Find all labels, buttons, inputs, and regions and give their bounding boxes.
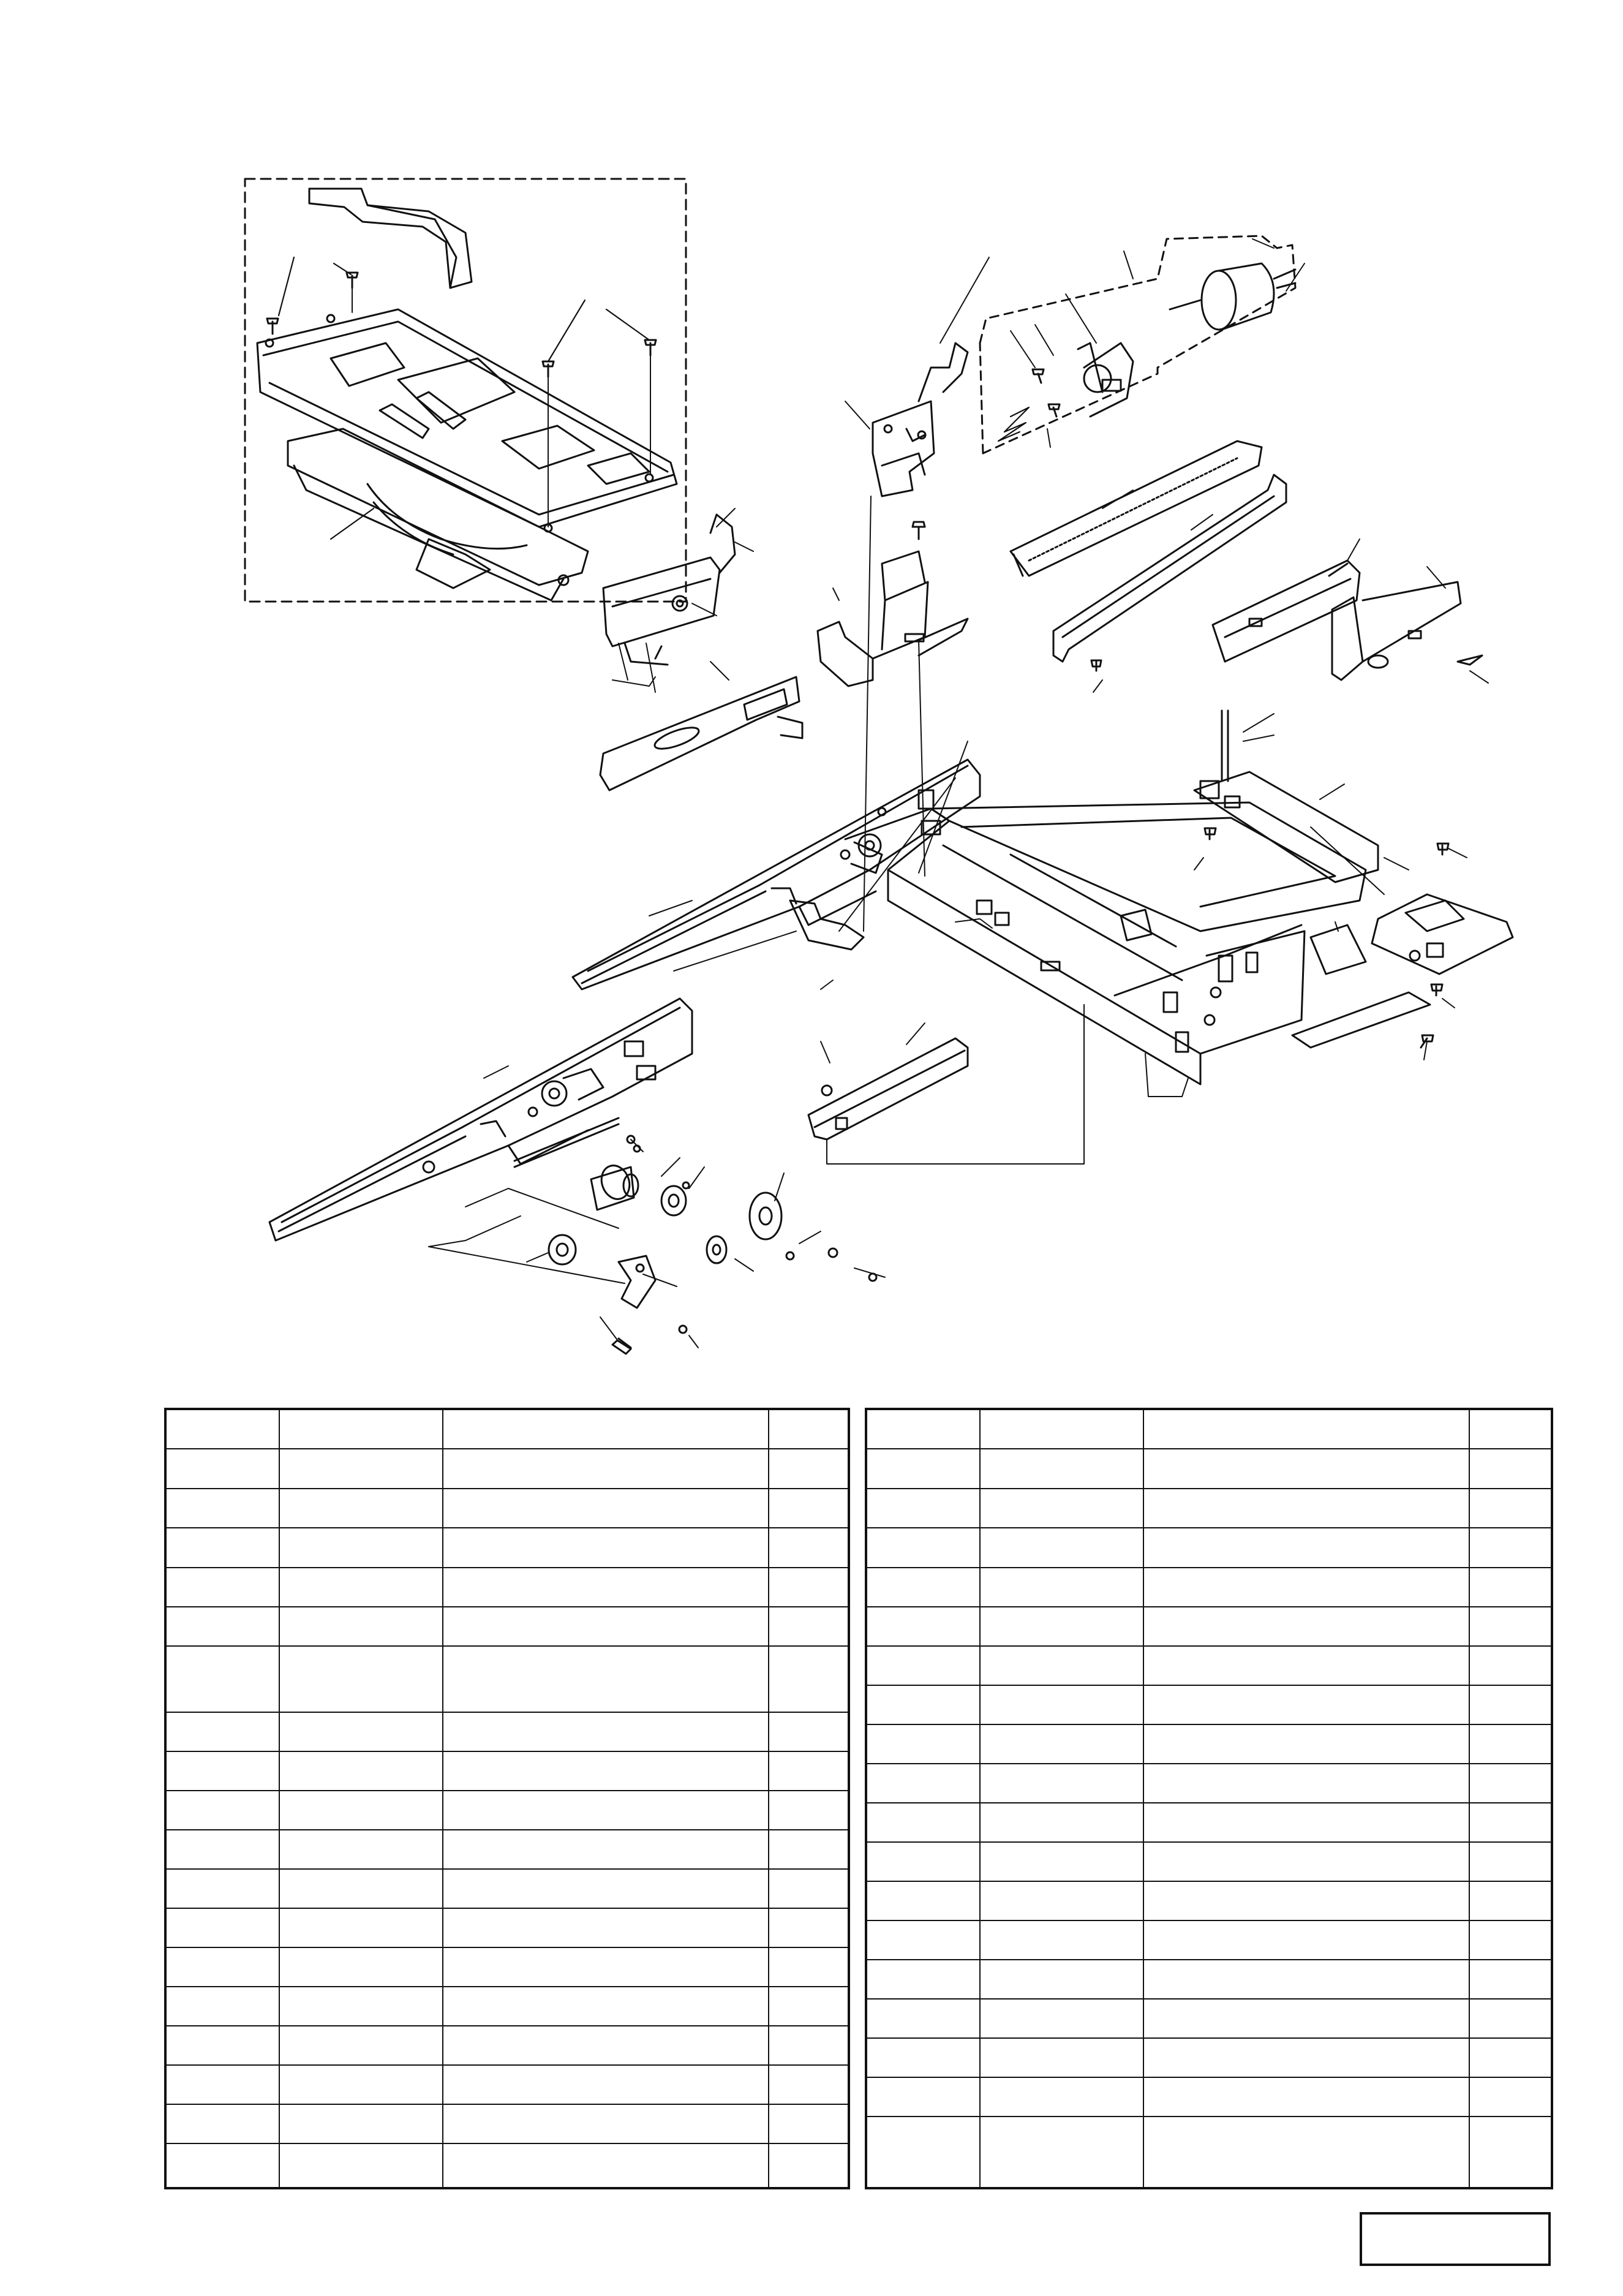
gear-train-parts bbox=[513, 1117, 878, 1355]
dc-motor bbox=[1077, 262, 1297, 418]
table-row-divider bbox=[867, 1998, 1551, 2000]
guide-rail bbox=[1052, 474, 1287, 663]
table-row-divider bbox=[167, 1947, 848, 1948]
guide-plate bbox=[599, 676, 804, 791]
table-row-divider bbox=[167, 1986, 848, 1987]
parts-table-right bbox=[865, 1408, 1553, 2189]
table-row-divider bbox=[867, 2037, 1551, 2039]
table-row-divider bbox=[167, 1868, 848, 1870]
table-row-divider bbox=[167, 1488, 848, 1489]
pickup-flex-cable bbox=[366, 204, 458, 289]
table-row-divider bbox=[867, 1802, 1551, 1803]
table-col-divider bbox=[1469, 1410, 1470, 2187]
table-row-divider bbox=[167, 2064, 848, 2066]
table-row-divider bbox=[867, 1724, 1551, 1725]
right-side-bracket bbox=[1211, 559, 1462, 681]
table-row-divider bbox=[867, 2077, 1551, 2078]
table-row-divider bbox=[867, 1763, 1551, 1764]
table-row-divider bbox=[867, 1920, 1551, 1921]
table-row-divider bbox=[867, 1645, 1551, 1647]
table-row-divider bbox=[167, 2025, 848, 2026]
table-row-divider bbox=[167, 1567, 848, 1568]
left-side-rail-upper bbox=[571, 758, 981, 991]
table-row-divider bbox=[867, 2116, 1551, 2117]
table-row-divider bbox=[167, 1606, 848, 1607]
motor-assembly bbox=[979, 235, 1297, 455]
table-col-divider bbox=[279, 1410, 280, 2187]
table-row-divider bbox=[867, 1448, 1551, 1449]
main-chassis-frame bbox=[844, 801, 1367, 1086]
pickup-screws bbox=[266, 271, 657, 527]
table-row-divider bbox=[867, 1606, 1551, 1607]
exploded-view-diagram bbox=[244, 178, 1514, 1355]
upper-bracket bbox=[872, 342, 969, 497]
table-row-divider bbox=[167, 1527, 848, 1528]
table-col-divider bbox=[768, 1410, 769, 2187]
table-row-divider bbox=[167, 1908, 848, 1909]
table-row-divider bbox=[867, 1527, 1551, 1528]
table-row-divider bbox=[167, 1829, 848, 1830]
loading-switch-unit bbox=[1291, 893, 1514, 1049]
pickup-leaders bbox=[277, 256, 650, 540]
table-row-divider bbox=[867, 1881, 1551, 1882]
center-bracket bbox=[816, 550, 969, 687]
slide-bracket bbox=[807, 1037, 969, 1141]
side-bracket-with-roller bbox=[602, 513, 736, 666]
pickup-top-plate bbox=[256, 308, 678, 528]
table-row-divider bbox=[867, 1959, 1551, 1960]
table-col-divider bbox=[442, 1410, 443, 2187]
switch-board bbox=[1193, 709, 1379, 883]
parts-table-left bbox=[164, 1408, 850, 2189]
rack-gear bbox=[1009, 440, 1263, 577]
table-row-divider bbox=[167, 1712, 848, 1713]
table-row-divider bbox=[167, 1751, 848, 1752]
pickup-bottom-chassis bbox=[293, 464, 565, 602]
table-row-divider bbox=[867, 1841, 1551, 1843]
table-row-divider bbox=[867, 1488, 1551, 1489]
table-row-divider bbox=[167, 1645, 848, 1647]
table-row-divider bbox=[167, 2143, 848, 2144]
table-col-divider bbox=[1143, 1410, 1144, 2187]
table-col-divider bbox=[979, 1410, 981, 2187]
table-row-divider bbox=[867, 1567, 1551, 1568]
pickup-mechanism-unit bbox=[256, 187, 678, 602]
table-row-divider bbox=[167, 1790, 848, 1791]
left-side-rail-lower bbox=[268, 997, 693, 1242]
table-row-divider bbox=[167, 2104, 848, 2105]
table-row-divider bbox=[867, 1685, 1551, 1686]
pickup-assembly-dashed-box bbox=[244, 178, 687, 603]
table-row-divider bbox=[167, 1448, 848, 1449]
page-number-box bbox=[1360, 2212, 1551, 2266]
